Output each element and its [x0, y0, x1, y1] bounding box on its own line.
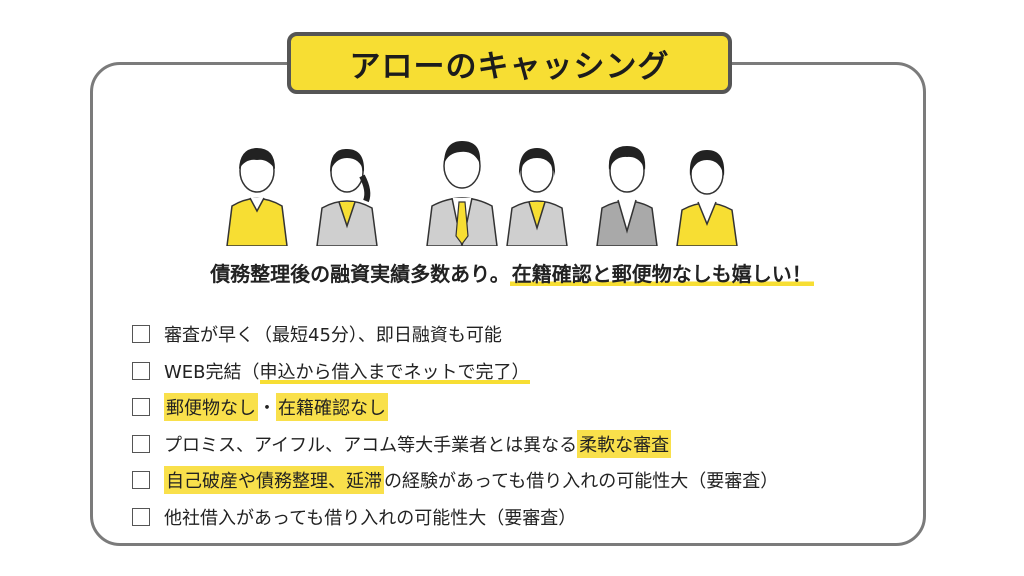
page-title: アローのキャッシング: [349, 48, 670, 85]
list-item-text: プロミス、アイフル、アコム等大手業者とは異なる: [164, 434, 578, 456]
list-item-text: 審査が早く（最短45分）、即日融資も可能: [164, 325, 502, 347]
list-item-text: の経験があっても借り入れの可能性大（要審査）: [384, 471, 779, 493]
list-item: 他社借入があっても借り入れの可能性大（要審査）: [132, 499, 778, 536]
list-item-text: ・: [258, 398, 276, 420]
person-icon: [426, 141, 498, 246]
person-icon: [316, 148, 378, 246]
headline: 債務整理後の融資実績多数あり。在籍確認と郵便物なしも嬉しい！: [0, 258, 1024, 287]
list-item: 審査が早く（最短45分）、即日融資も可能: [132, 316, 778, 353]
list-item: WEB完結（申込から借入までネットで完了）: [132, 353, 778, 390]
list-item-text: 他社借入があっても借り入れの可能性大（要審査）: [164, 507, 577, 529]
list-item-highlight: 自己破産や債務整理、延滞: [164, 466, 384, 495]
feature-list: 審査が早く（最短45分）、即日融資も可能 WEB完結（申込から借入までネットで完…: [132, 316, 778, 535]
checkbox[interactable]: [132, 361, 150, 380]
title-badge: アローのキャッシング: [287, 32, 732, 94]
checkbox[interactable]: [132, 434, 150, 453]
list-item-highlight: 在籍確認なし: [276, 393, 388, 422]
person-icon: [676, 150, 738, 246]
list-item-highlight: 柔軟な審査: [577, 429, 672, 458]
checkbox[interactable]: [132, 325, 150, 344]
headline-text: 債務整理後の融資実績多数あり。: [210, 262, 510, 286]
person-icon: [506, 148, 568, 246]
list-item-text: WEB完結（: [164, 361, 260, 383]
list-item: 郵便物なし・在籍確認なし: [132, 389, 778, 426]
list-item: プロミス、アイフル、アコム等大手業者とは異なる柔軟な審査: [132, 426, 778, 463]
info-card: [90, 62, 926, 546]
people-illustration: [226, 141, 738, 246]
checkbox[interactable]: [132, 398, 150, 417]
headline-highlight: 在籍確認と郵便物なしも嬉しい！: [509, 262, 814, 286]
list-item: 自己破産や債務整理、延滞の経験があっても借り入れの可能性大（要審査）: [132, 462, 778, 499]
list-item-highlight: 郵便物なし: [164, 393, 258, 422]
checkbox[interactable]: [132, 507, 150, 526]
person-icon: [596, 146, 658, 246]
checkbox[interactable]: [132, 471, 150, 490]
person-icon: [226, 148, 288, 246]
list-item-underline: 申込から借入までネットで完了）: [259, 357, 530, 384]
